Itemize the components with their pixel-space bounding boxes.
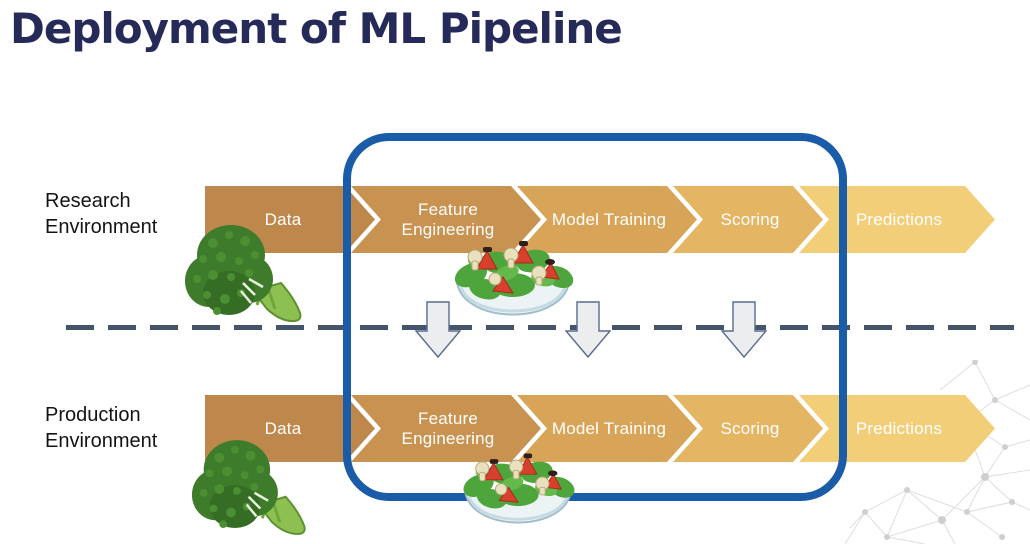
chevron-predictions: Predictions xyxy=(799,186,995,253)
salad-bowl-icon xyxy=(454,241,574,316)
down-arrow-icon xyxy=(565,301,611,359)
chevron-label: Model Training xyxy=(551,209,667,229)
research-environment-label: Research Environment xyxy=(45,190,158,238)
chevron-label: Predictions xyxy=(855,209,943,229)
broccoli-icon xyxy=(185,225,302,323)
salad-bowl-icon xyxy=(463,453,575,524)
chevron-model-training: Model Training xyxy=(517,395,697,462)
chevron-feature-engineering: Feature Engineering xyxy=(351,395,541,462)
slide-title: Deployment of ML Pipeline xyxy=(10,4,623,53)
down-arrow-icon xyxy=(415,301,461,359)
research-pipeline-row: Data Feature Engineering Model Training … xyxy=(205,186,995,253)
production-pipeline-row: Data Feature Engineering Model Training … xyxy=(205,395,995,462)
chevron-model-training: Model Training xyxy=(517,186,697,253)
chevron-feature-engineering: Feature Engineering xyxy=(351,186,541,253)
down-arrow-icon xyxy=(721,301,767,359)
chevron-label: Scoring xyxy=(720,209,780,229)
chevron-label: Data xyxy=(264,209,302,229)
chevron-label: Feature Engineering xyxy=(401,199,495,239)
chevron-label: Data xyxy=(264,418,302,438)
chevron-label: Scoring xyxy=(720,418,780,438)
chevron-predictions: Predictions xyxy=(799,395,995,462)
broccoli-icon xyxy=(191,440,306,535)
network-graphic xyxy=(845,360,1030,544)
production-environment-label: Production Environment xyxy=(45,404,158,452)
environment-divider-dashed-line xyxy=(66,325,1014,330)
chevron-label: Model Training xyxy=(551,418,667,438)
chevron-label: Feature Engineering xyxy=(401,408,495,448)
chevron-label: Predictions xyxy=(855,418,943,438)
